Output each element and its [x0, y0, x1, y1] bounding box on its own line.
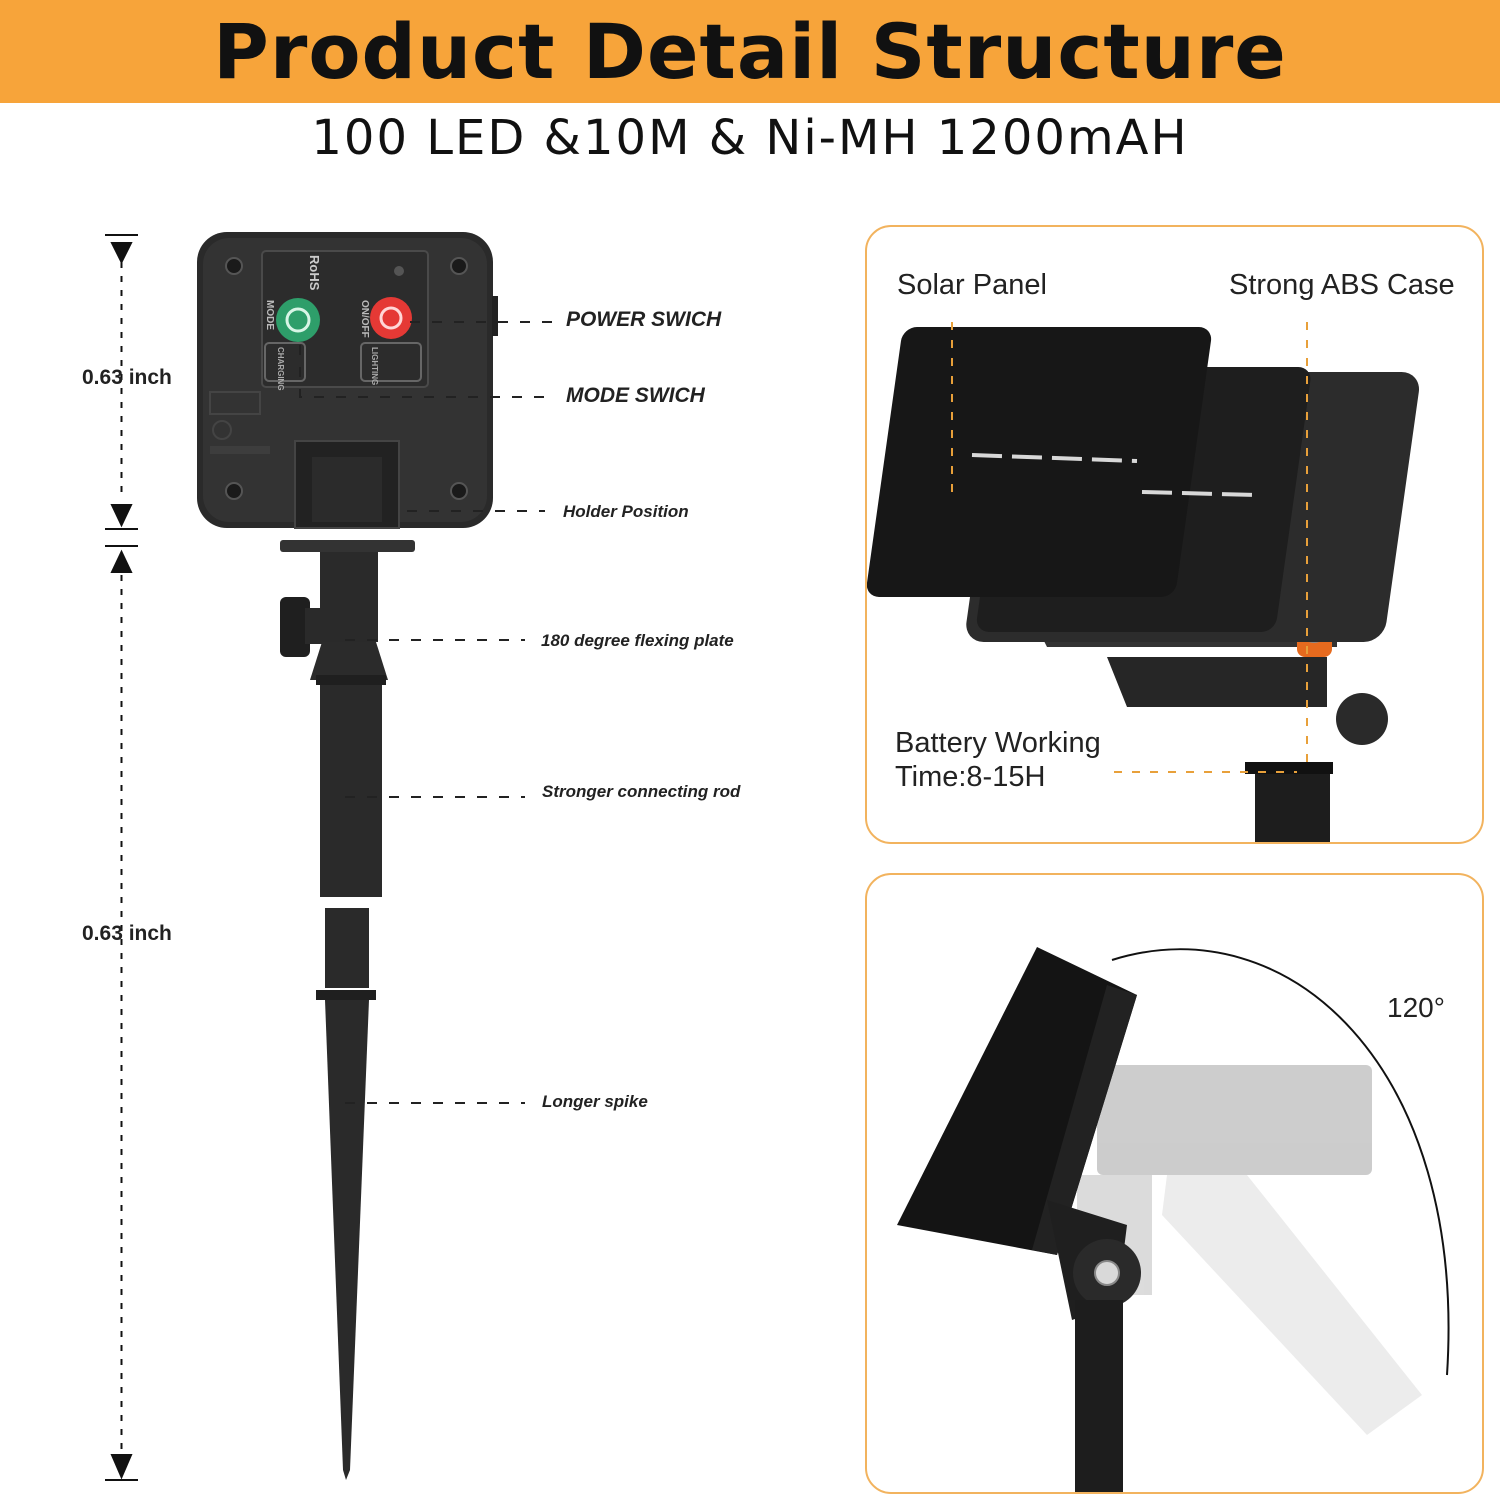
- solar-panel-detail: Solar Panel Strong ABS Case Battery Work…: [865, 225, 1484, 844]
- holder-position-callout: Holder Position: [563, 502, 689, 521]
- flexing-plate-callout: 180 degree flexing plate: [541, 631, 734, 650]
- stake-assembly: [280, 540, 415, 1480]
- lighting-marking: LIGHTING: [370, 347, 379, 386]
- mode-marking: MODE: [264, 300, 275, 330]
- spike-callout: Longer spike: [542, 1092, 648, 1111]
- tilted-unit: [897, 947, 1141, 1492]
- rotation-illustration: [897, 947, 1450, 1492]
- power-switch-callout: POWER SWICH: [566, 308, 722, 331]
- rotation-angle-label: 120°: [1387, 992, 1445, 1023]
- dimension-bottom-label: 0.63 inch: [82, 922, 172, 945]
- page-title: Product Detail Structure: [213, 7, 1287, 96]
- solar-panel-illustration: [867, 322, 1420, 842]
- dimension-lines: [105, 234, 138, 1481]
- rohs-marking: RoHS: [307, 255, 322, 291]
- dimension-top-label: 0.63 inch: [82, 366, 172, 389]
- mode-switch-callout: MODE SWICH: [566, 384, 705, 407]
- abs-case-label: Strong ABS Case: [1229, 269, 1455, 301]
- callout-leaders: [299, 321, 555, 1104]
- battery-label-line1: Battery Working: [895, 727, 1101, 759]
- rotation-detail: 120°: [865, 873, 1484, 1494]
- header-banner: Product Detail Structure: [0, 0, 1500, 103]
- solar-panel-label: Solar Panel: [897, 269, 1047, 301]
- charging-marking: CHARGING: [276, 347, 285, 391]
- page-subtitle: 100 LED &10M & Ni-MH 1200mAH: [311, 110, 1189, 166]
- on-off-marking: ON/OFF: [359, 300, 370, 338]
- connecting-rod-callout: Stronger connecting rod: [542, 782, 741, 801]
- controller-box: [197, 232, 498, 529]
- battery-label-line2: Time:8-15H: [895, 761, 1046, 793]
